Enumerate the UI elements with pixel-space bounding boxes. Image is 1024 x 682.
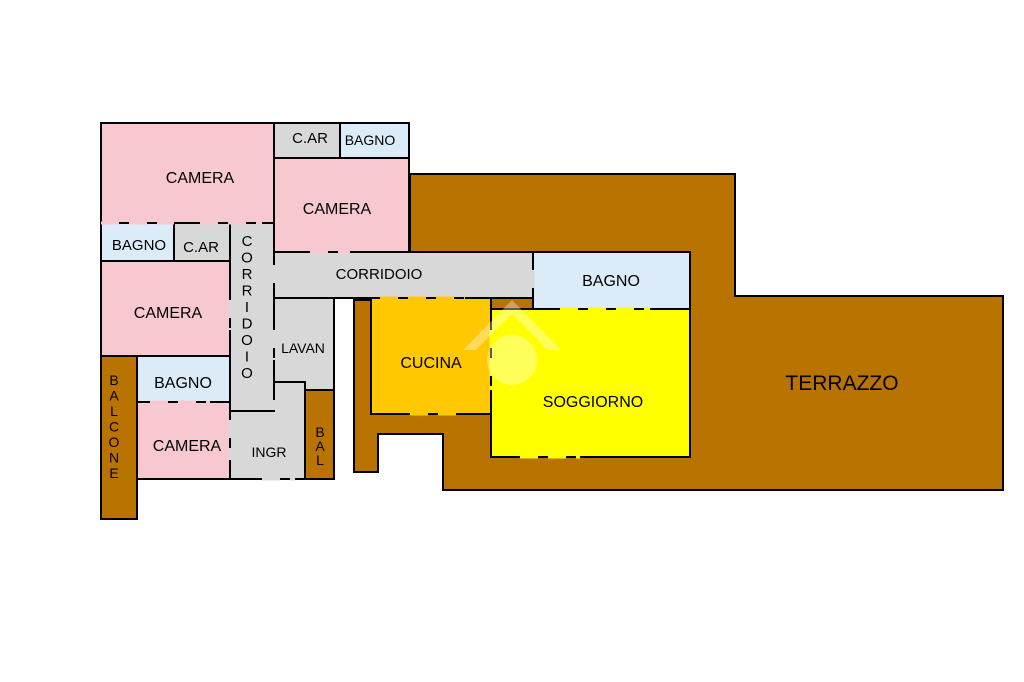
label-corridoio-horizontal: CORRIDOIO — [336, 266, 423, 283]
label-camera-top-right: CAMERA — [303, 201, 372, 218]
lavanderia — [273, 297, 335, 391]
corridoio-vertical-room — [229, 222, 275, 412]
label-car-top: C.AR — [292, 130, 328, 147]
bagno-top — [339, 122, 410, 159]
soggiorno-room — [490, 308, 691, 458]
camera-top-right — [273, 157, 410, 253]
label-lavan: LAVAN — [281, 340, 325, 356]
house-logo-icon — [463, 300, 561, 385]
label-bagno-right: BAGNO — [582, 273, 640, 290]
balcone-small — [304, 389, 335, 480]
label-bagno-top: BAGNO — [345, 132, 396, 148]
label-cucina: CUCINA — [400, 355, 462, 372]
closet-mid — [173, 222, 231, 262]
label-ingr: INGR — [252, 444, 287, 460]
balcone-left — [100, 355, 138, 520]
bagno-low — [136, 355, 231, 403]
bagno-right — [532, 251, 691, 310]
ingresso — [229, 381, 306, 480]
corridoio-horizontal-room — [273, 251, 534, 299]
label-bagno-low: BAGNO — [154, 375, 212, 392]
label-soggiorno: SOGGIORNO — [543, 394, 643, 411]
label-camera-low: CAMERA — [153, 438, 222, 455]
label-camera-mid-left: CAMERA — [134, 305, 203, 322]
label-terrazzo: TERRAZZO — [785, 372, 898, 395]
label-camera-top-left: CAMERA — [166, 170, 235, 187]
door-openings — [101, 221, 650, 481]
label-bagno-mid-left: BAGNO — [112, 237, 166, 254]
camera-top-left — [100, 122, 275, 224]
label-car-mid: C.AR — [183, 239, 219, 256]
cucina-room — [370, 297, 492, 415]
